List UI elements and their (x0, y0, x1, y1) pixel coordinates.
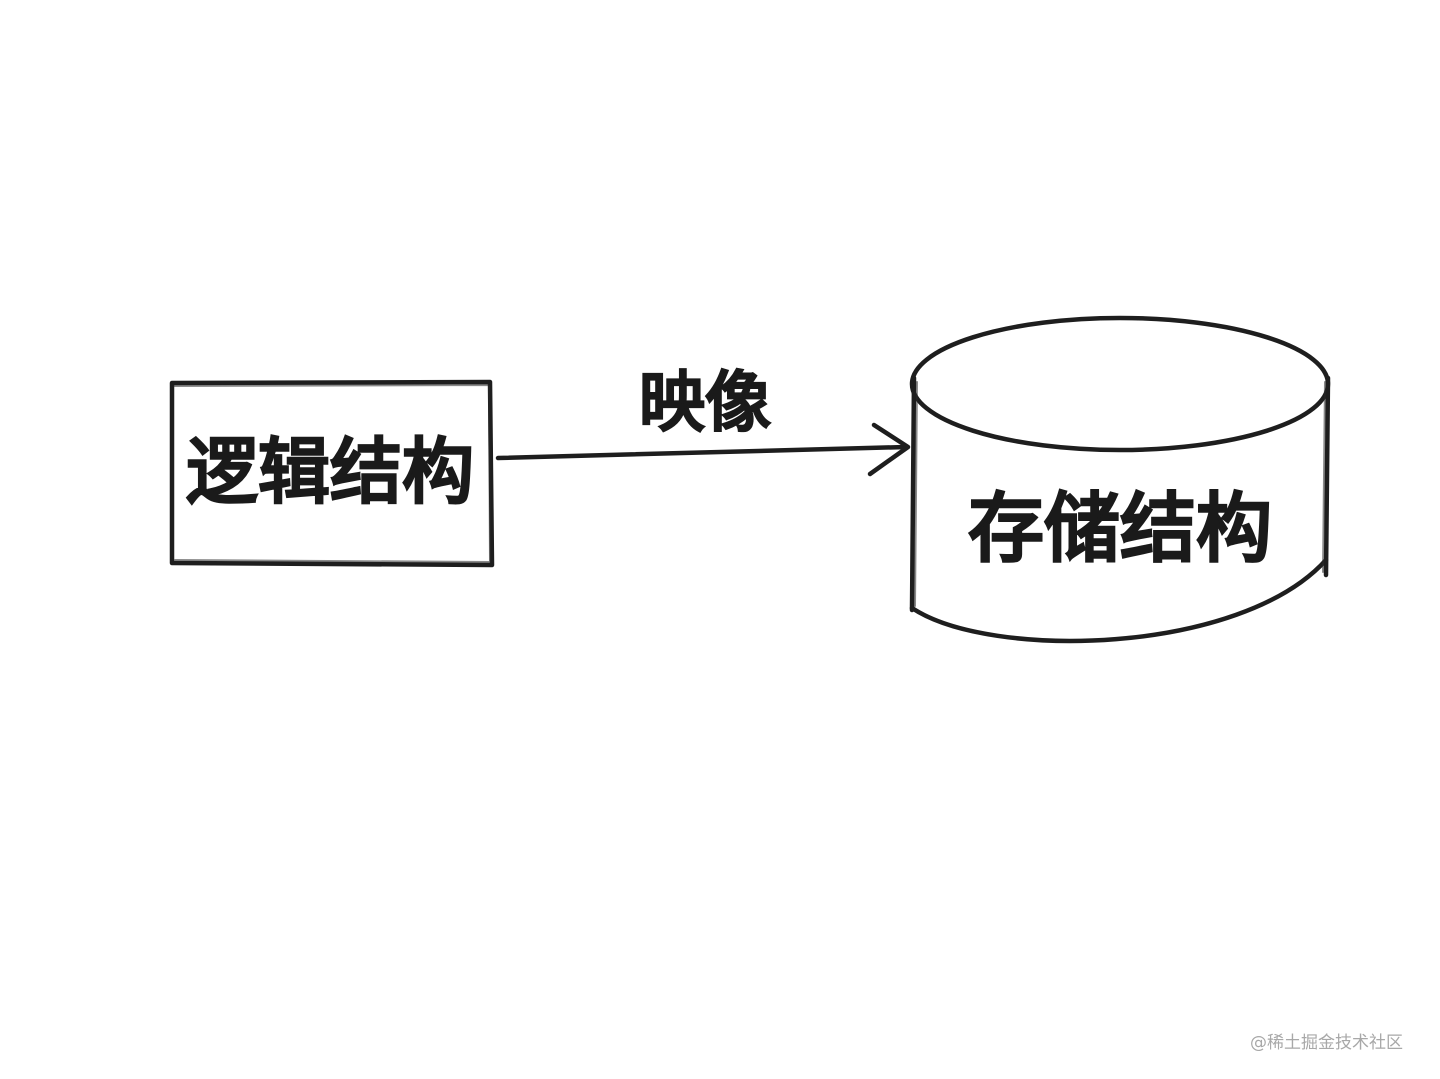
logical-structure-box (169, 379, 495, 568)
logical-structure-node: 逻辑结构 (169, 379, 495, 568)
watermark-text: @稀土掘金技术社区 (1250, 1033, 1403, 1053)
storage-cylinder-left-side (909, 375, 917, 613)
mapping-arrow-head (867, 422, 911, 477)
storage-cylinder-bottom (909, 557, 1329, 644)
mapping-edge: 映像 (495, 363, 911, 477)
mapping-arrow-line (495, 444, 909, 461)
storage-cylinder-texture (914, 381, 1326, 607)
storage-structure-label: 存储结构 (968, 484, 1272, 573)
logical-structure-label: 逻辑结构 (186, 430, 474, 514)
storage-cylinder-right-side (1323, 375, 1331, 578)
storage-structure-node: 存储结构 (909, 315, 1331, 644)
storage-cylinder-top (909, 315, 1331, 453)
logical-structure-box-texture (173, 384, 491, 563)
mapping-edge-label: 映像 (639, 364, 771, 441)
